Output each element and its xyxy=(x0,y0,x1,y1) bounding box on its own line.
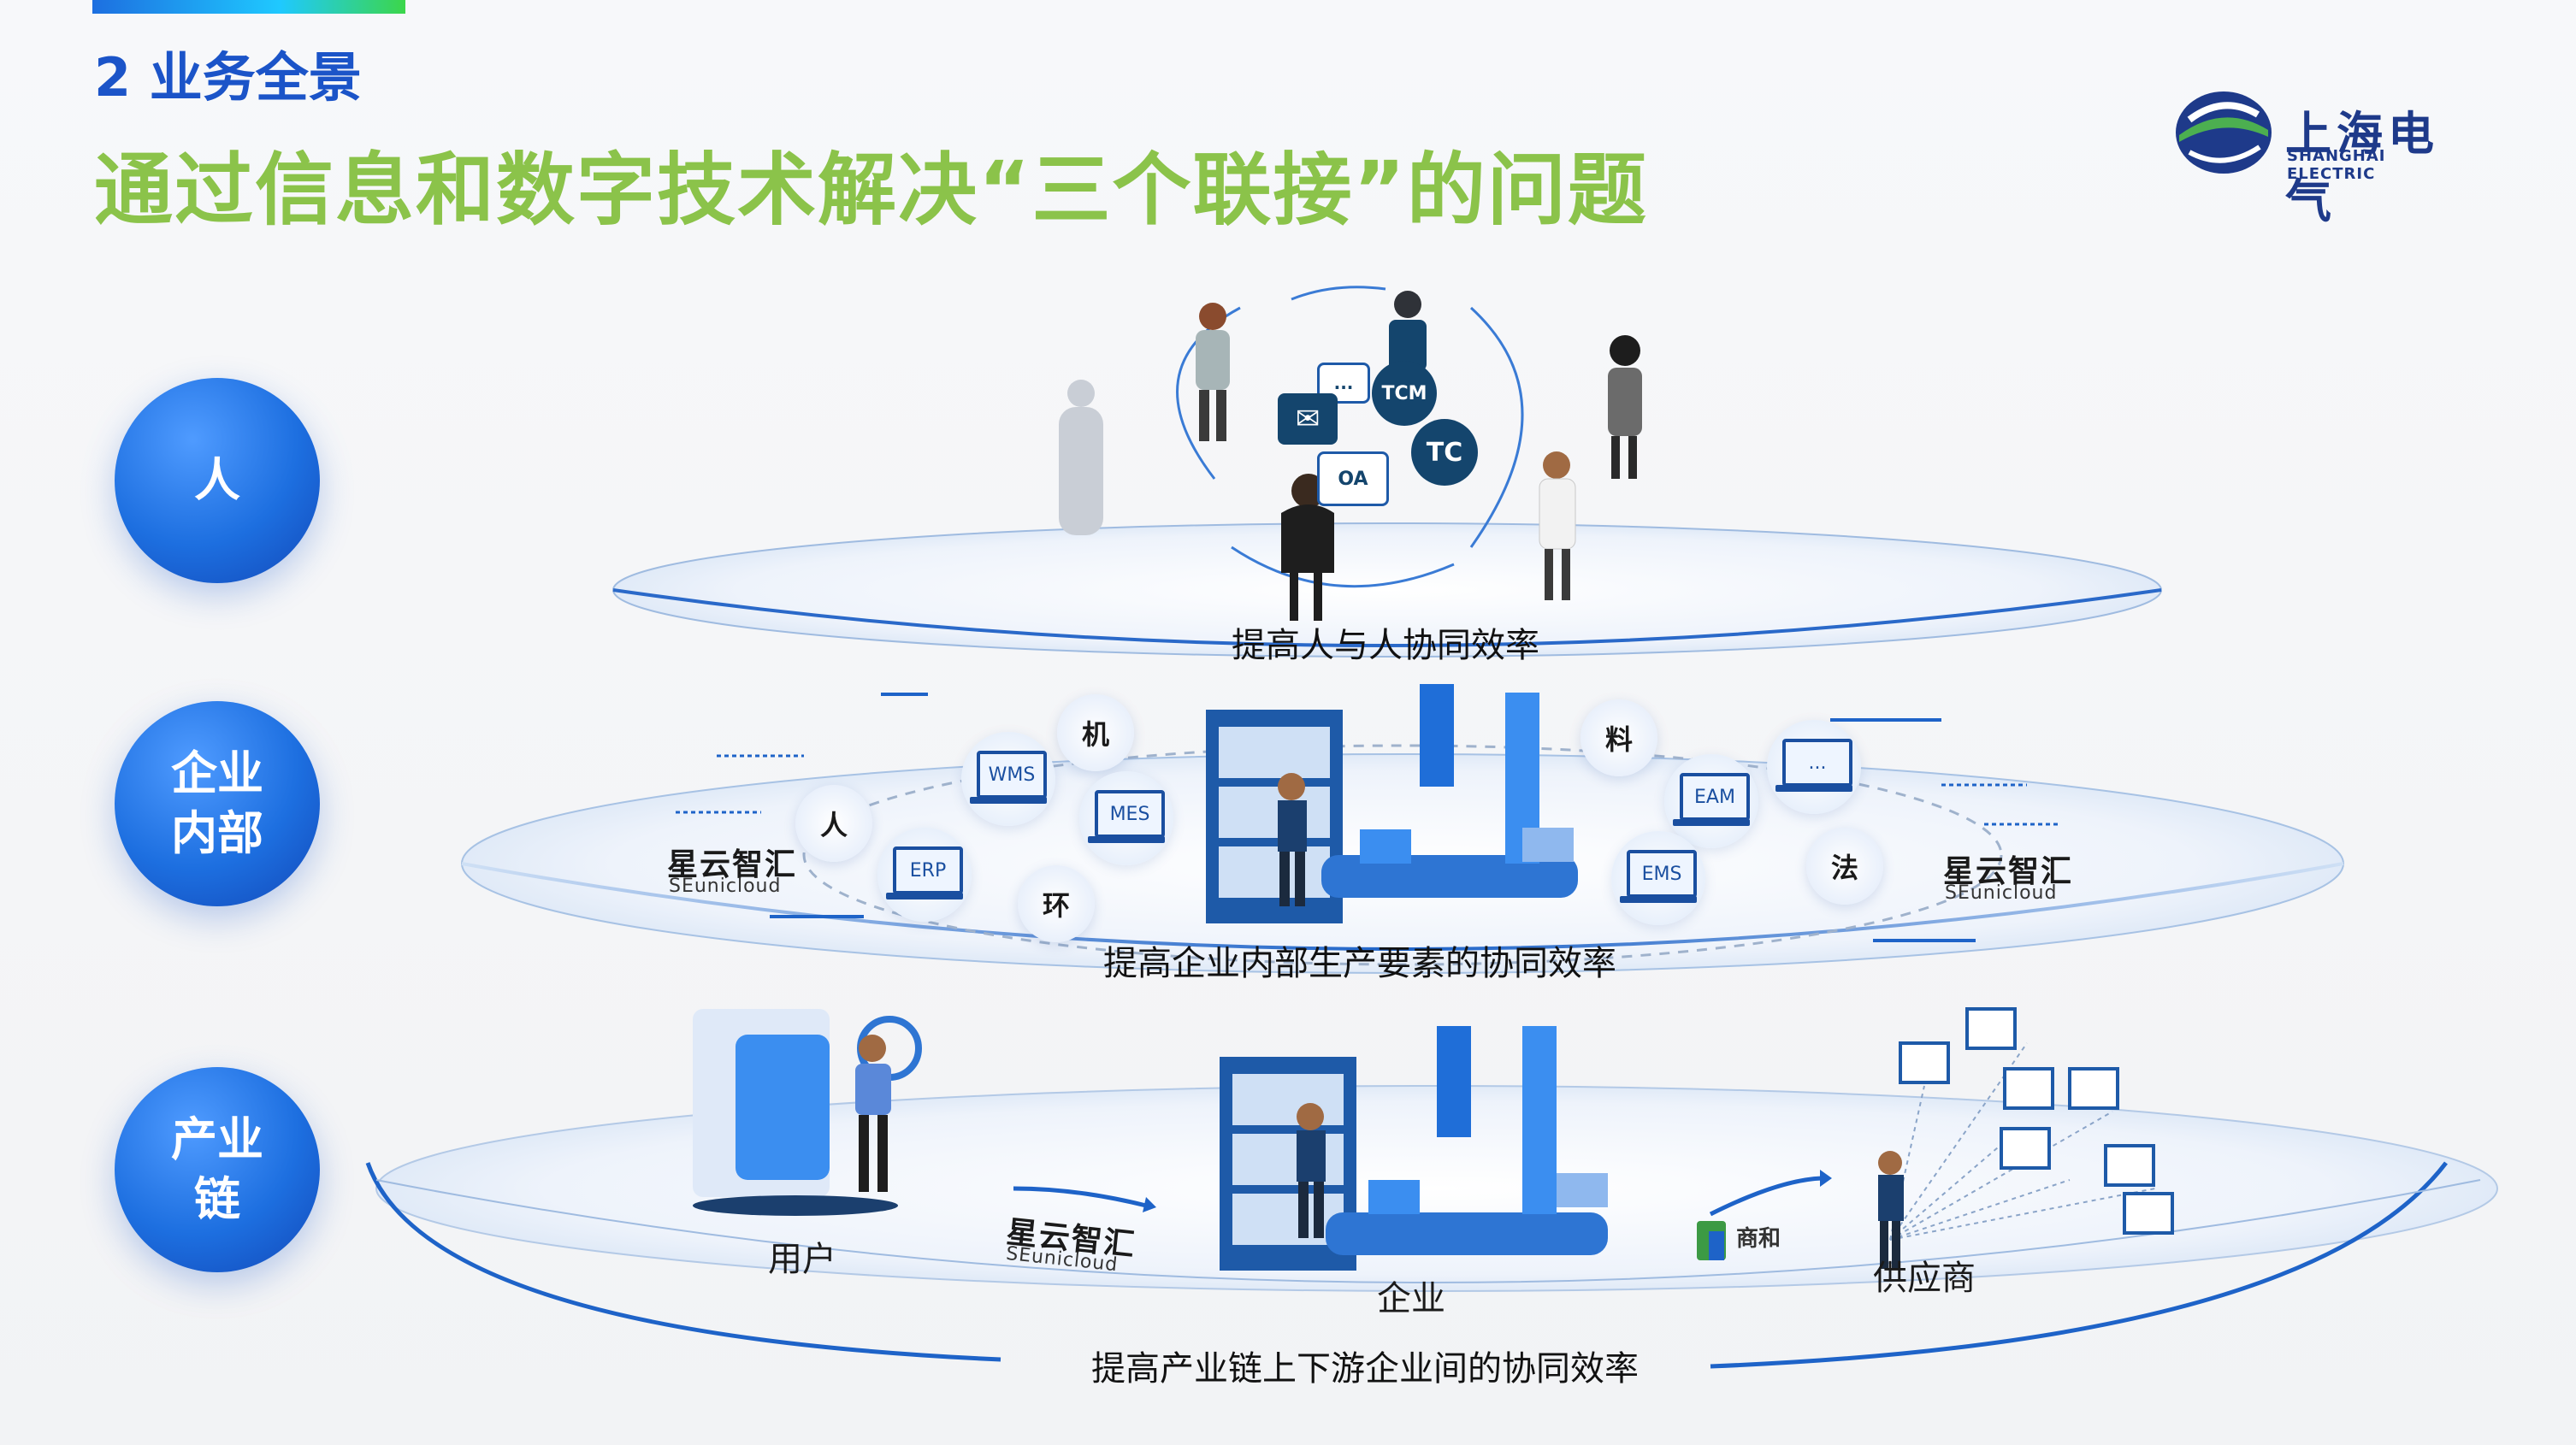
mes-system: MES xyxy=(1079,771,1173,865)
partner-logo-mark xyxy=(1697,1221,1726,1260)
laptop-base xyxy=(1673,819,1750,826)
eam-system: EAM xyxy=(1664,754,1758,848)
user-illustration xyxy=(693,1009,922,1216)
accent-bar xyxy=(92,0,405,14)
caption-enterprise: 提高企业内部生产要素的协同效率 xyxy=(1103,944,1616,983)
factory-layer3 xyxy=(1220,1026,1608,1271)
supplier-label: 供应商 xyxy=(1873,1259,1976,1298)
laptop-base xyxy=(1088,836,1165,843)
seunicloud-cn: 星云智汇 xyxy=(667,847,798,882)
laptop-base xyxy=(1775,785,1852,792)
laptop-base xyxy=(886,893,963,899)
layer-circle-people: 人 xyxy=(115,378,320,583)
tcm-bubble: TCM xyxy=(1372,361,1437,426)
mes-label: MES xyxy=(1095,790,1165,838)
layer-circle-enterprise: 企业 内部 xyxy=(115,701,320,906)
factory-layer2 xyxy=(1206,684,1578,923)
laptop-base xyxy=(1620,896,1697,903)
element-machine: 机 xyxy=(1057,694,1134,771)
other-system: ... xyxy=(1767,720,1861,814)
wms-label: WMS xyxy=(977,751,1047,799)
erp-label: ERP xyxy=(893,846,963,894)
tc-bubble: TC xyxy=(1411,419,1478,486)
other-label: ... xyxy=(1782,739,1852,787)
supplier-network xyxy=(1878,1007,2174,1269)
element-material: 料 xyxy=(1580,699,1657,776)
seunicloud-cn: 星云智汇 xyxy=(1943,854,2074,889)
caption-industry-chain: 提高产业链上下游企业间的协同效率 xyxy=(1091,1349,1639,1389)
section-title: 2 业务全景 xyxy=(94,46,362,109)
seunicloud-logo-left: 星云智汇 SEunicloud xyxy=(667,840,804,899)
erp-system: ERP xyxy=(877,828,972,922)
seunicloud-en: SEunicloud xyxy=(669,876,782,897)
seunicloud-en: SEunicloud xyxy=(1945,882,2058,904)
wms-system: WMS xyxy=(961,732,1055,826)
partner-name: 商和 xyxy=(1736,1226,1781,1252)
headline: 通过信息和数字技术解决“三个联接”的问题 xyxy=(94,144,1648,236)
user-label: 用户 xyxy=(768,1240,836,1279)
enterprise-label: 企业 xyxy=(1377,1279,1445,1318)
laptop-base xyxy=(970,797,1047,804)
element-people: 人 xyxy=(795,785,872,862)
people-figures xyxy=(1059,291,1642,621)
layer-circle-industry-chain: 产业 链 xyxy=(115,1067,320,1272)
shanghai-electric-logo: 上海电气 SHANGHAI ELECTRIC xyxy=(2172,86,2480,228)
oa-bubble: OA xyxy=(1317,451,1389,506)
logo-mark-icon xyxy=(2176,91,2272,174)
email-icon: ✉ xyxy=(1278,393,1338,445)
logo-name: 上海电气 xyxy=(2285,107,2439,228)
ems-system: EMS xyxy=(1611,831,1705,925)
seunicloud-logo-right: 星云智汇 SEunicloud xyxy=(1943,846,2080,906)
logo-english: SHANGHAI ELECTRIC xyxy=(2287,147,2386,183)
element-method: 法 xyxy=(1806,828,1883,905)
element-environment: 环 xyxy=(1018,865,1095,942)
ems-label: EMS xyxy=(1627,850,1697,898)
caption-people: 提高人与人协同效率 xyxy=(1232,626,1539,665)
eam-label: EAM xyxy=(1680,773,1750,821)
